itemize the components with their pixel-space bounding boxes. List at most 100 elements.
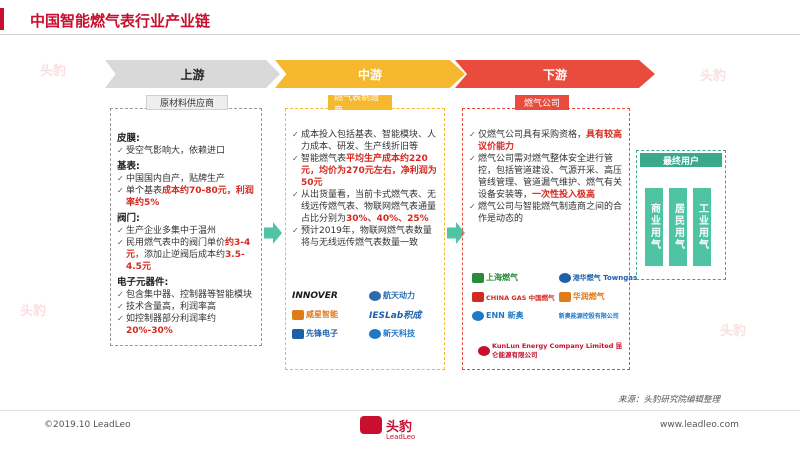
list-item: 预计2019年，物联网燃气表数量将与无线远传燃气表数量一致	[292, 225, 438, 249]
downstream-box: 仅燃气公司具有采购资格，具有较高议价能力 燃气公司需对燃气整体安全进行管控，包括…	[462, 108, 630, 370]
list-item-text: 智能燃气表	[301, 154, 347, 164]
logo-text: ENN 新奥	[486, 311, 524, 320]
logo-cr-gas: 华润燃气	[558, 291, 637, 302]
watermark-text: 头豹	[720, 324, 747, 339]
logo-text: 新奥能源控股有限公司	[558, 313, 619, 320]
end-user-commercial: 商业用气	[645, 188, 663, 266]
logo-mark-icon	[472, 291, 484, 302]
logo-ieslab: IESLab积成	[369, 308, 442, 321]
section-heading: 电子元器件:	[117, 277, 169, 288]
end-user-title: 最终用户	[640, 153, 722, 167]
list-item: 智能燃气表平均生产成本约220元，均价为270元左右，净利润为50元	[292, 153, 438, 189]
logo-enn-holdings: 新奥能源控股有限公司	[559, 310, 637, 321]
highlight-text: 平均生产成本约220元，均价为270元左右，净利润为50元	[301, 154, 437, 188]
logo-mark-icon	[369, 328, 381, 339]
logo-enn: ENN 新奥	[472, 310, 555, 321]
logo-pioneer: 先锋电子	[292, 328, 365, 339]
list-item: 受空气影响大，依赖进口	[117, 145, 255, 157]
logo-innover: INNOVER	[292, 290, 365, 301]
logo-mark-icon	[292, 309, 304, 320]
section-heading: 基表:	[117, 161, 140, 172]
end-user-box	[636, 150, 726, 280]
logo-kunlun: KunLun Energy Company Limited 昆仑能源有限公司	[478, 342, 624, 360]
highlight-text: 30%、40%、25%	[346, 214, 429, 224]
logo-text: 先锋电子	[306, 329, 338, 338]
stage-upstream: 上游	[105, 60, 280, 88]
logo-mark-icon	[472, 310, 484, 321]
logo-mark-icon	[472, 272, 484, 283]
list-item: 民用燃气表中的阀门单价约3-4元，添加止逆阀后成本约3.5-4.5元	[117, 237, 255, 273]
logo-text: CHINA GAS 中国燃气	[486, 293, 555, 302]
logo-viewshine: 威星智能	[292, 308, 365, 321]
flow-arrow-icon	[264, 222, 282, 244]
logo-mark-icon	[558, 291, 571, 302]
list-item: 生产企业多集中于温州	[117, 225, 255, 237]
logo-text: 威星智能	[306, 310, 338, 319]
list-item-text: 单个基表	[126, 186, 163, 196]
midstream-logo-grid: INNOVER 航天动力 威星智能 IESLab积成 先锋电子 新天科技	[292, 290, 442, 339]
logo-mark-icon	[292, 328, 304, 339]
logo-xintian: 新天科技	[369, 328, 442, 339]
logo-text: INNOVER	[292, 290, 338, 301]
watermark-text: 头豹	[20, 304, 47, 319]
highlight-text: 具有较高议价能力	[478, 130, 623, 152]
list-item: 成本投入包括基表、智能模块、人力成本、研发、生产线折旧等	[292, 129, 438, 153]
footer-copyright: ©2019.10 LeadLeo	[44, 420, 131, 430]
list-item: 燃气公司与智能燃气制造商之间的合作是动态的	[469, 201, 623, 225]
end-user-residential: 居民用气	[669, 188, 687, 266]
logo-text: 航天动力	[383, 291, 415, 300]
highlight-text: 20%-30%	[126, 326, 173, 336]
footer-logo-text: 头豹	[386, 420, 413, 435]
highlight-text: 3.5-4.5元	[126, 250, 245, 272]
list-item: 仅燃气公司具有采购资格，具有较高议价能力	[469, 129, 623, 153]
highlight-text: 一次性投入极高	[532, 190, 596, 200]
list-item-text: 民用燃气表中的阀门单价	[126, 238, 226, 248]
logo-china-gas: CHINA GAS 中国燃气	[472, 291, 555, 302]
logo-aerospace: 航天动力	[369, 290, 442, 301]
list-item-text: ，添加止逆阀后成本约	[135, 250, 226, 260]
source-note: 来源：头豹研究院编辑整理	[618, 395, 721, 405]
list-item: 燃气公司需对燃气整体安全进行管控，包括管道建设、气源开采、高压管线管理、管道漏气…	[469, 153, 623, 201]
leopard-logo-icon	[360, 416, 382, 434]
list-item-text: 从出货量看，当前卡式燃气表、无线远传燃气表、物联网燃气表通量占比分别为	[301, 190, 437, 224]
logo-text: 上海燃气	[486, 273, 518, 282]
watermark-text: 头豹	[40, 64, 67, 79]
downstream-logo-grid: 上海燃气 港华燃气 Towngas CHINA GAS 中国燃气 华润燃气 EN…	[472, 272, 637, 321]
tag-downstream: 燃气公司	[515, 95, 569, 110]
section-heading: 皮膜:	[117, 133, 140, 144]
title-accent-bar	[0, 8, 4, 30]
list-item: 如控制器部分利润率约 20%-30%	[117, 313, 255, 337]
list-item-text: 如控制器部分利润率约	[126, 314, 217, 324]
flow-arrow-icon	[447, 222, 465, 244]
list-item: 单个基表成本约70-80元，利润率约5%	[117, 185, 255, 209]
list-item: 技术含量高，利润率高	[117, 301, 255, 313]
stage-midstream: 中游	[275, 60, 465, 88]
tag-upstream: 原材料供应商	[146, 95, 228, 110]
logo-text: 新天科技	[383, 329, 415, 338]
upstream-box: 皮膜: 受空气影响大，依赖进口 基表: 中国国内自产，贴牌生产 单个基表成本约7…	[110, 108, 262, 346]
logo-text: 华润燃气	[572, 292, 605, 301]
section-heading: 阀门:	[117, 213, 140, 224]
footer-logo: 头豹 LeadLeo	[360, 414, 440, 444]
title-divider	[0, 34, 800, 35]
end-user-industrial: 工业用气	[693, 188, 711, 266]
logo-mark-icon	[369, 290, 381, 301]
list-item: 中国国内自产，贴牌生产	[117, 173, 255, 185]
stage-downstream: 下游	[455, 60, 655, 88]
page-title: 中国智能燃气表行业产业链	[30, 12, 211, 30]
footer-divider	[0, 410, 800, 411]
watermark-text: 头豹	[700, 69, 727, 84]
tag-midstream: 燃气表制造商	[328, 93, 392, 116]
logo-towngas: 港华燃气 Towngas	[558, 272, 638, 283]
list-item-text: 燃气公司需对燃气整体安全进行管控，包括管道建设、气源开采、高压管线管理、管道漏气…	[478, 154, 623, 200]
logo-text: KunLun Energy Company Limited 昆仑能源有限公司	[492, 342, 623, 359]
logo-text: 港华燃气 Towngas	[572, 273, 638, 282]
logo-text: IESLab积成	[369, 311, 422, 321]
list-item: 从出货量看，当前卡式燃气表、无线远传燃气表、物联网燃气表通量占比分别为30%、4…	[292, 189, 438, 225]
footer-website: www.leadleo.com	[660, 420, 739, 430]
logo-shanghai-gas: 上海燃气	[472, 272, 555, 283]
list-item: 包含集中器、控制器等智能模块	[117, 289, 255, 301]
logo-mark-icon	[478, 346, 490, 356]
highlight-text: 成本约70-80元，利润率约5%	[126, 186, 254, 208]
footer-logo-sub: LeadLeo	[386, 433, 416, 441]
